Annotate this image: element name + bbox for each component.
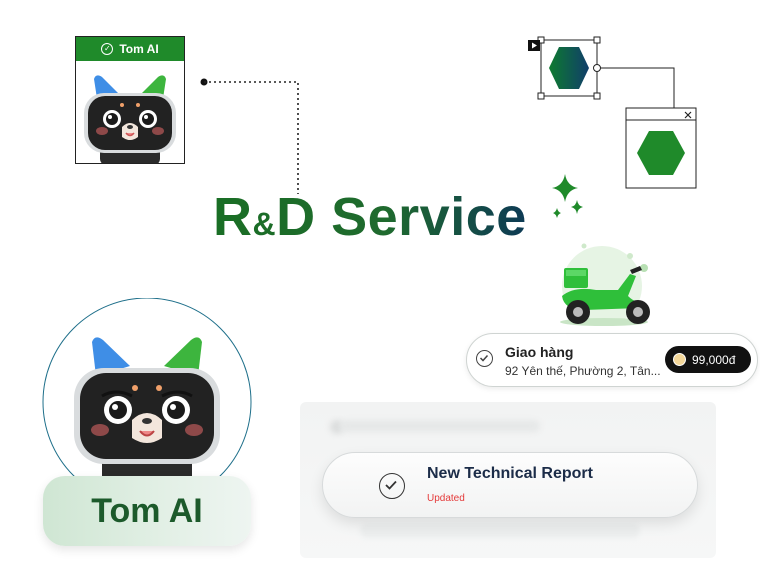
price-value: 99,000đ xyxy=(692,352,736,367)
hexagon-icon xyxy=(549,47,589,89)
dotted-connector xyxy=(200,78,299,194)
report-title: New Technical Report xyxy=(427,465,593,482)
hexagon-icon xyxy=(637,131,685,175)
price-badge: 99,000đ xyxy=(665,346,751,373)
coin-icon xyxy=(673,353,686,366)
check-icon: ✓ xyxy=(101,43,114,55)
robot-card-label: Tom AI xyxy=(119,42,159,56)
tom-ai-badge: Tom AI xyxy=(43,476,251,546)
play-icon xyxy=(528,40,540,51)
robot-avatar-large xyxy=(42,298,252,498)
delivery-title: Giao hàng xyxy=(505,344,574,360)
check-icon xyxy=(476,350,493,367)
close-icon xyxy=(684,111,692,119)
sparkle-icon xyxy=(552,174,583,218)
report-notification[interactable]: New Technical Report Updated xyxy=(322,452,698,518)
check-icon xyxy=(379,473,405,499)
robot-card: ✓ Tom AI xyxy=(75,36,185,164)
delivery-card[interactable]: Giao hàng 92 Yên thế, Phường 2, Tân... 9… xyxy=(466,333,758,387)
page-title: R&D Service xyxy=(213,190,527,244)
title-service: D Service xyxy=(276,187,527,247)
robot-card-header: ✓ Tom AI xyxy=(76,37,184,61)
report-status: Updated xyxy=(427,493,465,504)
title-letter-r: R xyxy=(213,187,253,247)
robot-avatar-small xyxy=(84,75,176,163)
tom-ai-badge-label: Tom AI xyxy=(91,491,203,530)
placeholder-line xyxy=(360,524,640,538)
scooter-icon xyxy=(560,243,650,326)
placeholder-line xyxy=(340,420,540,432)
delivery-address: 92 Yên thế, Phường 2, Tân... xyxy=(505,364,661,378)
title-ampersand: & xyxy=(252,206,277,242)
design-selection-graphic xyxy=(528,36,697,189)
